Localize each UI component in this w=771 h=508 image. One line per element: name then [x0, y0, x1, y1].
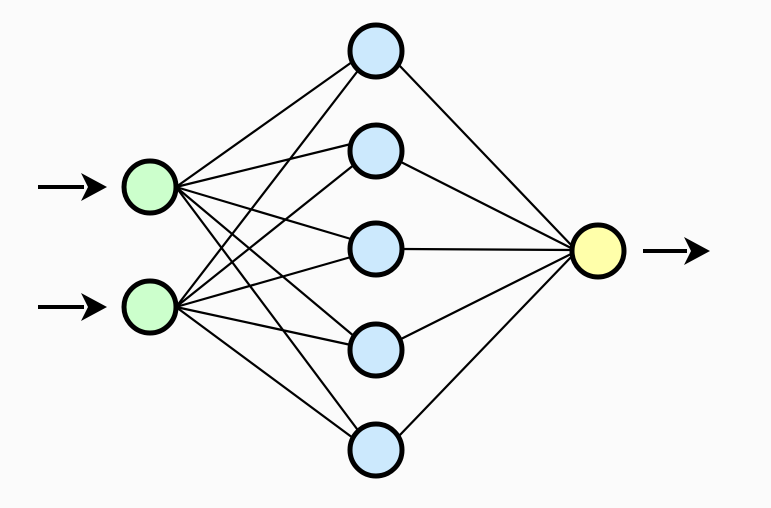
edge-i2-to-h2: [175, 163, 356, 308]
edges-group: [175, 61, 574, 439]
layer-output: [569, 222, 627, 280]
layer-input: [121, 158, 179, 336]
neuron-o1[interactable]: [569, 222, 627, 280]
edge-i1-to-h1: [175, 61, 353, 188]
neuron-h2[interactable]: [347, 122, 405, 180]
neuron-i1[interactable]: [121, 158, 179, 216]
edge-i2-to-h5: [175, 306, 354, 439]
io-arrows-group: [38, 173, 710, 321]
edge-i2-to-h3: [175, 255, 352, 309]
edge-h4-to-o1: [398, 252, 574, 341]
edge-i1-to-h3: [175, 185, 352, 241]
neuron-h1[interactable]: [347, 22, 405, 80]
edge-i2-to-h1: [175, 67, 361, 308]
neuron-circle-i1[interactable]: [121, 158, 179, 216]
neuron-circle-h4[interactable]: [347, 321, 405, 379]
edge-i1-to-h5: [175, 186, 361, 434]
neuron-i2[interactable]: [121, 278, 179, 336]
neuron-h5[interactable]: [347, 421, 405, 479]
output-arrow-head: [684, 237, 710, 265]
edge-i2-to-h4: [175, 305, 352, 347]
neuron-circle-h3[interactable]: [347, 220, 405, 278]
input-arrow-bottom-head: [81, 293, 107, 321]
layer-hidden: [347, 22, 405, 479]
edge-h5-to-o1: [397, 254, 574, 438]
neuron-circle-i2[interactable]: [121, 278, 179, 336]
edge-h3-to-o1: [401, 247, 574, 252]
neuron-h3[interactable]: [347, 220, 405, 278]
edge-h1-to-o1: [397, 63, 574, 248]
nodes-group: [121, 22, 627, 479]
neuron-circle-h5[interactable]: [347, 421, 405, 479]
edge-h2-to-o1: [398, 160, 574, 250]
input-arrow-top-head: [81, 173, 107, 201]
neuron-h4[interactable]: [347, 321, 405, 379]
edge-i1-to-h2: [175, 142, 352, 189]
neuron-circle-o1[interactable]: [569, 222, 627, 280]
neuron-circle-h2[interactable]: [347, 122, 405, 180]
edge-i1-to-h4: [175, 186, 356, 338]
neuron-circle-h1[interactable]: [347, 22, 405, 80]
